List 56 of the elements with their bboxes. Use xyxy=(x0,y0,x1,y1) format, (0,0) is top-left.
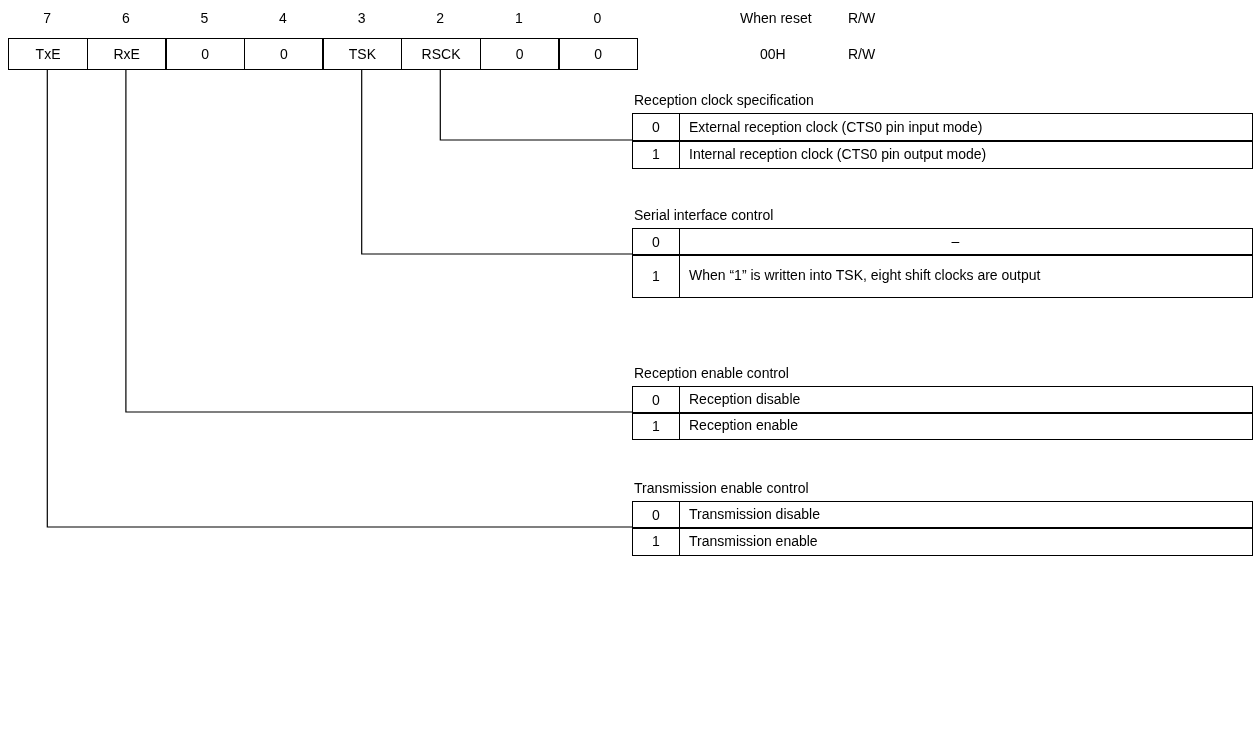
setting-table xyxy=(632,207,1253,296)
leader-line xyxy=(439,69,633,141)
table-heading: Reception enable control xyxy=(634,365,789,381)
setting-description: When “1” is written into TSK, eight shift clocks are output xyxy=(688,267,1042,285)
bit-number: 1 xyxy=(514,10,523,26)
setting-description: External reception clock (CTS0 pin input mode) xyxy=(688,118,984,136)
table-heading: Transmission enable control xyxy=(634,480,809,496)
column-heading: R/W xyxy=(848,10,876,26)
table-heading: Serial interface control xyxy=(634,207,774,223)
setting-table xyxy=(632,92,1253,167)
setting-description: Transmission enable xyxy=(688,532,819,550)
leader-line xyxy=(46,69,633,528)
register-bit-cell: 0 xyxy=(479,38,560,70)
table-row xyxy=(632,412,1253,440)
setting-description: Internal reception clock (CTS0 pin output mode) xyxy=(688,145,988,163)
setting-table xyxy=(632,365,1253,438)
access-type: R/W xyxy=(848,46,876,62)
table-row xyxy=(632,228,1253,256)
table-row xyxy=(632,527,1253,556)
bit-value: 0 xyxy=(651,119,661,136)
bit-value: 1 xyxy=(651,146,661,163)
register-bit-cell: RSCK xyxy=(401,38,482,70)
reset-value: 00H xyxy=(760,46,786,62)
setting-description: Transmission disable xyxy=(688,506,821,524)
register-bit-cell: 0 xyxy=(165,38,246,70)
setting-description: Reception disable xyxy=(688,391,802,409)
setting-description: – xyxy=(950,233,961,251)
table-row xyxy=(632,386,1253,414)
table-row xyxy=(632,254,1253,298)
bit-value: 0 xyxy=(651,233,661,250)
table-row xyxy=(632,140,1253,169)
table-row xyxy=(632,501,1253,529)
bit-number: 6 xyxy=(121,10,130,26)
bit-value: 1 xyxy=(651,267,661,284)
bit-value: 0 xyxy=(651,391,661,408)
bit-number: 0 xyxy=(593,10,602,26)
table-row xyxy=(632,113,1253,142)
leader-line xyxy=(361,69,633,255)
bit-number: 7 xyxy=(43,10,52,26)
bit-value: 0 xyxy=(651,506,661,523)
bit-value: 1 xyxy=(651,533,661,550)
setting-description: Reception enable xyxy=(688,417,799,435)
register-bit-cell: TSK xyxy=(322,38,403,70)
bit-number: 3 xyxy=(357,10,366,26)
register-bit-cell: TxE xyxy=(8,38,89,70)
bit-number: 5 xyxy=(200,10,209,26)
register-bit-cell: RxE xyxy=(86,38,167,70)
setting-table xyxy=(632,480,1253,554)
register-bit-cell: 0 xyxy=(558,38,639,70)
register-bit-cell: 0 xyxy=(243,38,324,70)
bit-value: 1 xyxy=(651,417,661,434)
column-heading: When reset xyxy=(740,10,812,26)
table-heading: Reception clock specification xyxy=(634,92,814,108)
bit-number: 2 xyxy=(436,10,445,26)
leader-line xyxy=(125,69,633,413)
bit-number: 4 xyxy=(279,10,287,26)
